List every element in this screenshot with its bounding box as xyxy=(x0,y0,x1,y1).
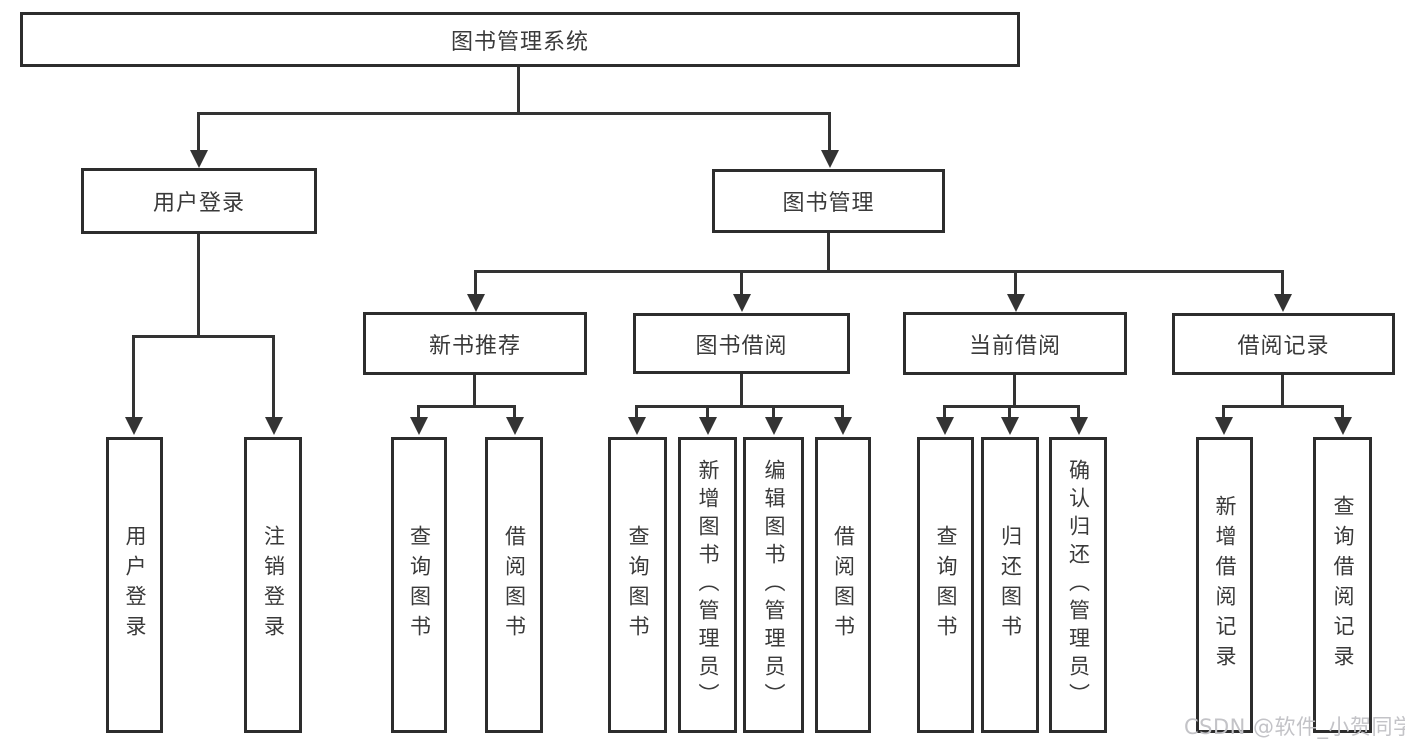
connector-line xyxy=(1222,405,1225,419)
node-leaf-cb-query: 查询图书 xyxy=(917,437,974,733)
node-leaf-newbooks-query: 查询图书 xyxy=(391,437,447,733)
node-borrow-records-label: 借阅记录 xyxy=(1237,334,1330,359)
connector-line xyxy=(1222,405,1344,408)
connector-line xyxy=(1341,405,1344,419)
node-leaf-newbooks-query-label: 查询图书 xyxy=(407,525,432,645)
arrowhead-icon xyxy=(410,417,428,435)
arrowhead-icon xyxy=(190,150,208,168)
connector-line xyxy=(740,374,743,407)
arrowhead-icon xyxy=(265,417,283,435)
node-new-books: 新书推荐 xyxy=(363,312,587,375)
node-leaf-bb-borrow: 借阅图书 xyxy=(815,437,871,733)
node-leaf-cb-confirm-label: 确认归还（管理员） xyxy=(1066,459,1091,711)
node-leaf-logout: 注销登录 xyxy=(244,437,302,733)
connector-line xyxy=(943,405,946,419)
node-leaf-cb-return-label: 归还图书 xyxy=(998,525,1023,645)
node-leaf-logout-label: 注销登录 xyxy=(261,525,286,645)
arrowhead-icon xyxy=(936,417,954,435)
node-user-login-label: 用户登录 xyxy=(152,191,245,216)
connector-line xyxy=(473,375,476,407)
node-book-mgmt-label: 图书管理 xyxy=(782,191,875,216)
connector-line xyxy=(197,112,831,115)
node-book-borrow: 图书借阅 xyxy=(633,313,850,374)
connector-line xyxy=(1077,405,1080,419)
connector-line xyxy=(740,270,743,296)
arrowhead-icon xyxy=(765,417,783,435)
connector-line xyxy=(772,405,775,419)
node-leaf-cb-return: 归还图书 xyxy=(981,437,1039,733)
connector-line xyxy=(1281,375,1284,407)
node-leaf-bb-add-label: 新增图书（管理员） xyxy=(696,459,720,711)
arrowhead-icon xyxy=(628,417,646,435)
connector-line xyxy=(417,405,420,419)
arrowhead-icon xyxy=(1070,417,1088,435)
node-borrow-records: 借阅记录 xyxy=(1172,313,1395,375)
node-root: 图书管理系统 xyxy=(20,12,1020,67)
connector-line xyxy=(1013,375,1016,407)
arrowhead-icon xyxy=(506,417,524,435)
connector-line xyxy=(635,405,844,408)
connector-line xyxy=(943,405,1080,408)
node-leaf-bb-query-label: 查询图书 xyxy=(626,525,650,645)
node-leaf-bb-edit-label: 编辑图书（管理员） xyxy=(762,459,786,711)
arrowhead-icon xyxy=(834,417,852,435)
node-leaf-newbooks-borrow: 借阅图书 xyxy=(485,437,543,733)
node-root-label: 图书管理系统 xyxy=(450,29,589,55)
arrowhead-icon xyxy=(1274,294,1292,312)
connector-line xyxy=(132,335,135,419)
arrowhead-icon xyxy=(1334,417,1352,435)
connector-line xyxy=(513,405,516,419)
node-leaf-bb-edit: 编辑图书（管理员） xyxy=(743,437,804,733)
arrowhead-icon xyxy=(821,150,839,168)
node-leaf-records-query: 查询借阅记录 xyxy=(1313,437,1372,733)
connector-line xyxy=(1008,405,1011,419)
node-leaf-records-query-label: 查询借阅记录 xyxy=(1331,495,1355,675)
node-current-borrow: 当前借阅 xyxy=(903,312,1127,375)
arrowhead-icon xyxy=(1007,294,1025,312)
node-leaf-bb-add: 新增图书（管理员） xyxy=(678,437,737,733)
node-leaf-bb-query: 查询图书 xyxy=(608,437,667,733)
node-leaf-user-login-label: 用户登录 xyxy=(123,525,147,645)
connector-line xyxy=(635,405,638,419)
connector-line xyxy=(132,335,275,338)
connector-line xyxy=(417,405,516,408)
arrowhead-icon xyxy=(733,294,751,312)
node-user-login: 用户登录 xyxy=(81,168,317,234)
arrowhead-icon xyxy=(1001,417,1019,435)
node-new-books-label: 新书推荐 xyxy=(428,333,521,359)
connector-line xyxy=(1281,270,1284,296)
node-leaf-bb-borrow-label: 借阅图书 xyxy=(831,525,856,645)
arrowhead-icon xyxy=(1215,417,1233,435)
node-leaf-records-add-label: 新增借阅记录 xyxy=(1213,495,1237,675)
connector-line xyxy=(828,112,831,152)
connector-line xyxy=(272,335,275,419)
connector-line xyxy=(197,234,200,337)
node-leaf-records-add: 新增借阅记录 xyxy=(1196,437,1253,733)
connector-line xyxy=(827,233,830,272)
node-leaf-user-login: 用户登录 xyxy=(106,437,163,733)
node-book-mgmt: 图书管理 xyxy=(712,169,945,233)
connector-line xyxy=(1014,270,1017,296)
arrowhead-icon xyxy=(125,417,143,435)
connector-line xyxy=(197,112,200,152)
node-current-borrow-label: 当前借阅 xyxy=(968,333,1061,359)
connector-line xyxy=(517,67,520,114)
node-book-borrow-label: 图书借阅 xyxy=(695,333,788,359)
connector-line xyxy=(706,405,709,419)
arrowhead-icon xyxy=(467,294,485,312)
arrowhead-icon xyxy=(699,417,717,435)
node-leaf-cb-query-label: 查询图书 xyxy=(934,525,958,645)
connector-line xyxy=(474,270,477,296)
node-leaf-cb-confirm: 确认归还（管理员） xyxy=(1049,437,1107,733)
connector-line xyxy=(474,270,1284,273)
node-leaf-newbooks-borrow-label: 借阅图书 xyxy=(502,525,527,645)
csdn-watermark: CSDN @软件_小贺同学 xyxy=(1184,715,1405,739)
connector-line xyxy=(841,405,844,419)
